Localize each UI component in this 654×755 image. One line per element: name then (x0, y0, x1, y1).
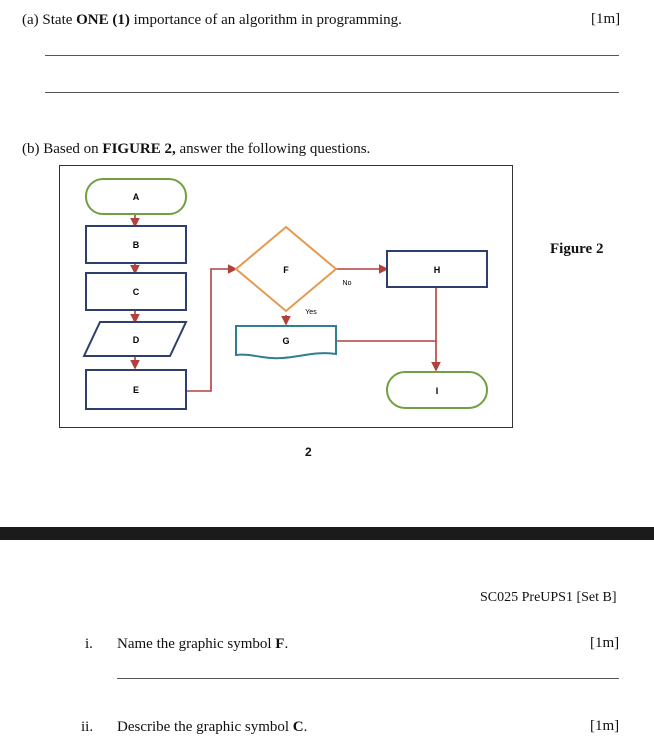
shape-g-document (235, 325, 337, 360)
question-b: (b) Based on FIGURE 2, answer the follow… (22, 140, 370, 158)
label-b: B (133, 240, 140, 250)
sub-question-ii-suffix: . (303, 719, 308, 735)
shape-e-process (85, 369, 187, 410)
label-yes: Yes (305, 309, 317, 316)
shape-c-process (85, 272, 187, 311)
label-e: E (133, 385, 139, 395)
sub-question-ii-num: ii. (81, 719, 94, 735)
sub-question-ii-prefix: Describe the graphic symbol (117, 719, 293, 735)
question-a-bold: ONE (1) (76, 12, 130, 28)
shape-b-process (85, 225, 187, 264)
sub-question-ii-mark: [1m] (590, 718, 620, 734)
question-a-suffix: importance of an algorithm in programmin… (129, 12, 402, 28)
sub-question-i-bold: F (275, 636, 285, 652)
label-d: D (133, 335, 140, 345)
answer-line-i[interactable] (117, 678, 619, 679)
label-i: I (436, 386, 439, 396)
figure-caption: Figure 2 (550, 241, 604, 257)
sub-question-i-prefix: Name the graphic symbol (117, 636, 276, 652)
page-number: 2 (305, 445, 312, 459)
question-b-suffix: answer the following questions. (175, 141, 371, 157)
sub-question-i: Name the graphic symbol F. (117, 635, 288, 653)
arrow-e-f (186, 264, 238, 392)
flowchart: A B C D E F G H I No Yes (82, 178, 488, 410)
flow-lines (130, 214, 441, 392)
question-a: (a) State ONE (1) importance of an algor… (22, 11, 402, 29)
question-a-prefix: (a) State (22, 12, 77, 28)
sub-question-i-mark: [1m] (590, 635, 620, 651)
shape-f-decision (234, 225, 338, 313)
sub-question-ii-bold: C (292, 719, 304, 735)
sub-question-ii: Describe the graphic symbol C. (117, 718, 307, 736)
question-a-mark: [1m] (591, 11, 621, 27)
question-b-bold: FIGURE 2, (102, 141, 176, 157)
label-g: G (282, 336, 289, 346)
answer-line-a1[interactable] (45, 55, 619, 56)
label-c: C (133, 287, 140, 297)
label-no: No (343, 280, 352, 287)
shape-a-terminal (85, 178, 187, 215)
sub-question-i-num: i. (85, 636, 93, 652)
page-divider (0, 527, 654, 540)
sub-question-i-suffix: . (284, 636, 289, 652)
label-a: A (133, 192, 140, 202)
answer-line-a2[interactable] (45, 92, 619, 93)
shape-i-terminal (386, 371, 488, 409)
shape-h-process (386, 250, 488, 288)
label-h: H (434, 265, 441, 275)
shape-d-io (82, 321, 188, 357)
footer-text: SC025 PreUPS1 [Set B] (480, 590, 617, 605)
figure-frame (59, 165, 513, 428)
question-b-prefix: (b) Based on (22, 141, 103, 157)
label-f: F (283, 265, 289, 275)
